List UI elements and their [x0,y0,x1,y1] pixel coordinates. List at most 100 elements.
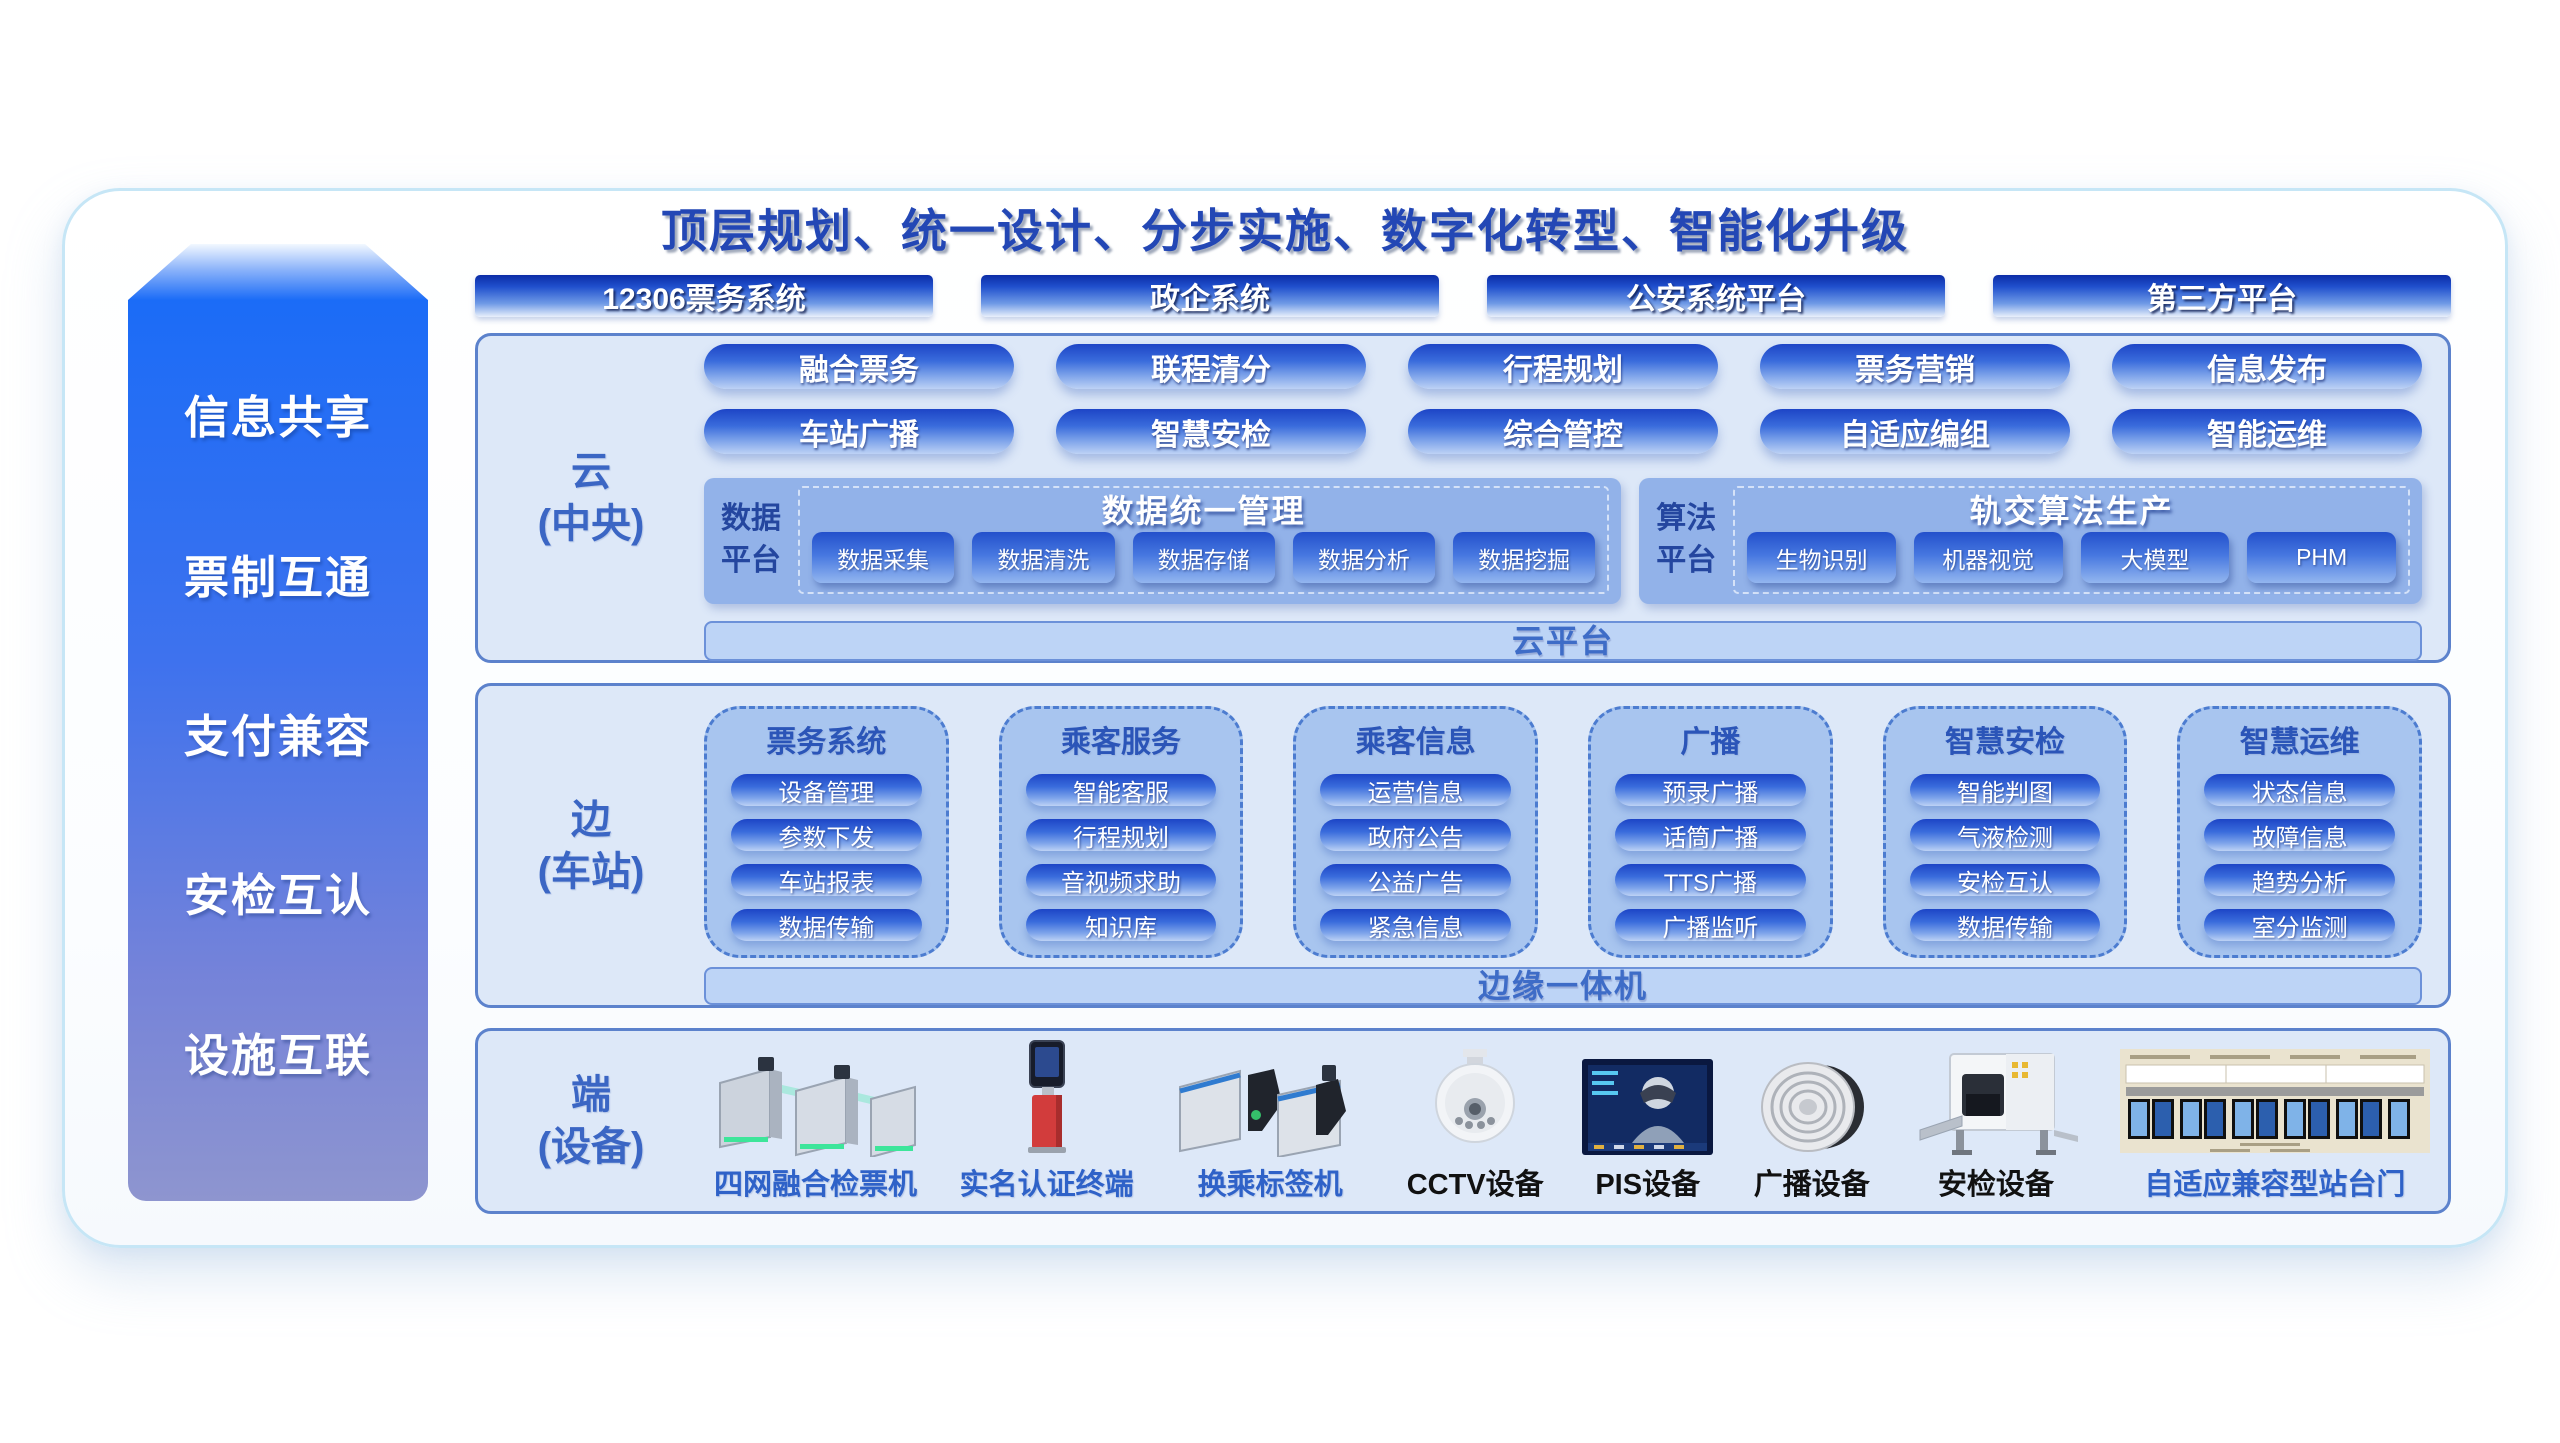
data-item-cleaning: 数据清洗 [972,532,1115,583]
external-system-12306: 12306票务系统 [475,275,933,317]
device-pis: PIS设备 [1580,1057,1715,1203]
cloud-layer-section: 云 (中央) 融合票务 联程清分 行程规划 票务营销 信息发布 车站广播 智慧安… [475,333,2451,663]
edge-col-broadcast: 广播 预录广播 话筒广播 TTS广播 广播监听 [1588,706,1833,958]
edge-item-station-report: 车站报表 [731,864,922,897]
id-kiosk-icon [1002,1039,1092,1157]
data-platform-items: 数据采集 数据清洗 数据存储 数据分析 数据挖掘 [812,532,1596,583]
fare-gate-icon [708,1045,923,1157]
edge-item-trend-analysis: 趋势分析 [2204,864,2396,897]
edge-item-device-mgmt: 设备管理 [731,774,922,807]
cloud-app-through-clearing: 联程清分 [1056,344,1366,389]
algo-platform: 算法平台 轨交算法生产 生物识别 机器视觉 大模型 PHM [1639,478,2422,604]
data-item-analysis: 数据分析 [1292,532,1435,583]
device-layer-section: 端 (设备) [475,1028,2451,1214]
edge-layer-label: 边 (车站) [537,797,645,894]
data-platform: 数据平台 数据统一管理 数据采集 数据清洗 数据存储 数据分析 数据挖掘 [704,478,1622,604]
edge-item-public-ads: 公益广告 [1320,864,1512,897]
edge-item-das-monitor: 室分监测 [2204,909,2396,942]
external-system-gov-enterprise: 政企系统 [981,275,1439,317]
cloud-app-adaptive-grouping: 自适应编组 [1760,409,2070,454]
edge-item-knowledge-base: 知识库 [1025,909,1217,942]
device-platform-doors: 自适应兼容型站台门 [2119,1047,2430,1203]
edge-item-data-transfer-1: 数据传输 [731,909,922,942]
cloud-platform-bar: 云平台 [704,621,2422,661]
algo-platform-title: 轨交算法生产 [1969,493,2174,529]
ceiling-speaker-icon [1752,1057,1872,1157]
edge-col-passenger-service: 乘客服务 智能客服 行程规划 音视频求助 知识库 [998,706,1244,958]
cloud-apps-row2: 车站广播 智慧安检 综合管控 自适应编组 智能运维 [704,409,2422,454]
algo-item-large-model: 大模型 [2080,532,2230,583]
edge-item-trip-planning: 行程规划 [1025,819,1217,852]
edge-item-prerecorded: 预录广播 [1615,774,1806,807]
sidebar-item-ticket-interop: 票制互通 [183,551,372,603]
cloud-app-info-publishing: 信息发布 [2112,344,2422,389]
sidebar-item-facility-link: 设施互联 [183,1029,372,1081]
algo-item-biometric: 生物识别 [1747,532,1896,583]
edge-item-fault-info: 故障信息 [2204,819,2396,852]
platform-doors-icon [2119,1047,2430,1157]
external-system-police-platform: 公安系统平台 [1487,275,1945,317]
edge-col-smart-security: 智慧安检 智能判图 气液检测 安检互认 数据传输 [1882,706,2128,958]
sidebar-item-info-sharing: 信息共享 [183,392,372,444]
data-item-mining: 数据挖掘 [1453,532,1596,583]
cloud-app-ticket-marketing: 票务营销 [1760,344,2070,389]
device-speaker: 广播设备 [1752,1057,1872,1203]
cloud-app-integrated-control: 综合管控 [1408,409,1718,454]
edge-layer-section: 边 (车站) 票务系统 设备管理 参数下发 车站报表 数据传输 乘客服务 智能客… [475,683,2451,1008]
device-layer-label: 端 (设备) [537,1073,645,1169]
cloud-platforms-row: 数据平台 数据统一管理 数据采集 数据清洗 数据存储 数据分析 数据挖掘 [704,478,2422,604]
cloud-app-smart-security: 智慧安检 [1056,409,1366,454]
data-platform-label: 数据平台 [721,502,781,577]
page-title: 顶层规划、统一设计、分步实施、数字化转型、智能化升级 [661,205,1909,257]
edge-item-param-dispatch: 参数下发 [731,819,922,852]
edge-columns-row: 票务系统 设备管理 参数下发 车站报表 数据传输 乘客服务 智能客服 行程规划 … [704,706,2423,958]
edge-item-operation-info: 运营信息 [1320,774,1512,807]
algo-item-phm: PHM [2247,532,2396,583]
edge-item-smart-image-judge: 智能判图 [1909,774,2101,807]
cloud-app-fused-ticketing: 融合票务 [704,344,1014,389]
cloud-app-smart-ops: 智能运维 [2112,409,2422,454]
transfer-gate-icon [1170,1045,1370,1157]
algo-platform-label: 算法平台 [1656,502,1717,577]
algo-platform-panel: 轨交算法生产 生物识别 机器视觉 大模型 PHM [1733,486,2410,594]
edge-col-smart-ops: 智慧运维 状态信息 故障信息 趋势分析 室分监测 [2177,706,2423,958]
edge-col-ticketing: 票务系统 设备管理 参数下发 车站报表 数据传输 [704,706,949,958]
algo-platform-items: 生物识别 机器视觉 大模型 PHM [1747,532,2396,583]
sidebar-item-payment-compat: 支付兼容 [183,710,372,762]
cloud-app-trip-planning: 行程规划 [1408,344,1718,389]
data-item-collection: 数据采集 [812,532,955,583]
cctv-dome-icon [1415,1045,1535,1157]
edge-item-security-mutual: 安检互认 [1909,864,2101,897]
edge-col-passenger-info: 乘客信息 运营信息 政府公告 公益广告 紧急信息 [1293,706,1539,958]
device-fare-gate: 四网融合检票机 [708,1045,923,1203]
sidebar: 信息共享 票制互通 支付兼容 安检互认 设施互联 [128,244,428,1201]
edge-item-broadcast-monitor: 广播监听 [1615,909,1806,942]
device-id-kiosk: 实名认证终端 [960,1039,1134,1203]
device-transfer-gate: 换乘标签机 [1170,1045,1370,1203]
data-item-storage: 数据存储 [1132,532,1275,583]
sidebar-top-cap [128,244,428,300]
edge-item-smart-cs: 智能客服 [1025,774,1217,807]
data-platform-panel: 数据统一管理 数据采集 数据清洗 数据存储 数据分析 数据挖掘 [798,486,1610,594]
algo-item-machine-vision: 机器视觉 [1913,532,2063,583]
cloud-apps-row1: 融合票务 联程清分 行程规划 票务营销 信息发布 [704,344,2422,389]
edge-item-av-help: 音视频求助 [1025,864,1217,897]
edge-item-mic-broadcast: 话筒广播 [1615,819,1806,852]
external-system-third-party: 第三方平台 [1993,275,2451,317]
cloud-layer-label: 云 (中央) [537,450,645,546]
edge-all-in-one-bar: 边缘一体机 [704,967,2422,1005]
edge-item-tts-broadcast: TTS广播 [1615,864,1806,897]
devices-row: 四网融合检票机 实名认证终端 [704,1031,2448,1211]
edge-item-emergency-info: 紧急信息 [1320,909,1512,942]
edge-item-data-transfer-2: 数据传输 [1909,909,2101,942]
cloud-layer-content: 融合票务 联程清分 行程规划 票务营销 信息发布 车站广播 智慧安检 综合管控 … [704,336,2448,661]
cloud-app-station-broadcast: 车站广播 [704,409,1014,454]
edge-layer-content: 票务系统 设备管理 参数下发 车站报表 数据传输 乘客服务 智能客服 行程规划 … [704,686,2448,1005]
external-systems-row: 12306票务系统 政企系统 公安系统平台 第三方平台 [475,275,2451,317]
edge-item-status-info: 状态信息 [2204,774,2396,807]
device-xray: 安检设备 [1908,1042,2083,1203]
pis-screen-icon [1580,1057,1715,1157]
edge-item-gas-liquid-detect: 气液检测 [1909,819,2101,852]
xray-machine-icon [1908,1042,2083,1157]
sidebar-item-security-mutual: 安检互认 [183,870,372,922]
